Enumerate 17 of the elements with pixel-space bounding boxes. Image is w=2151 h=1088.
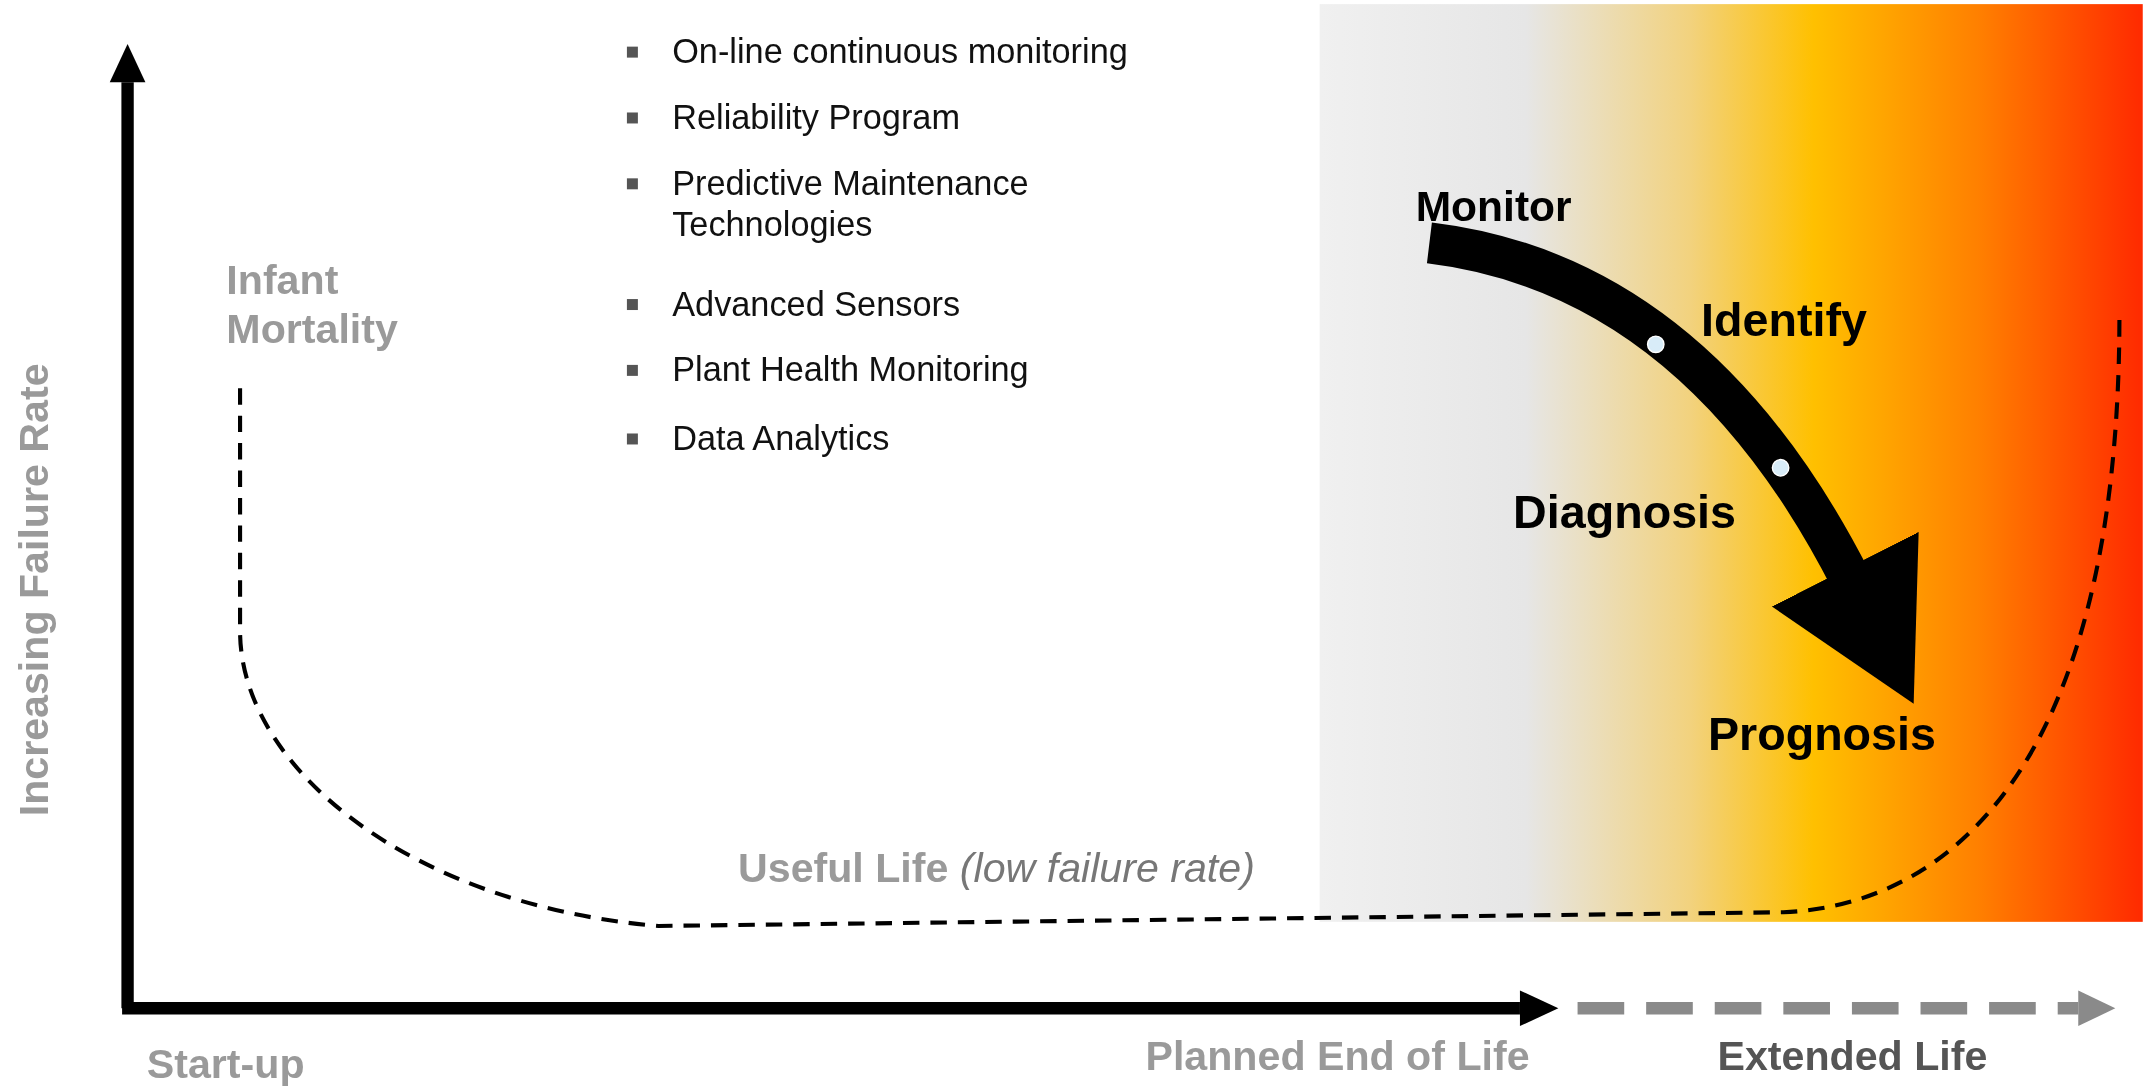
phase-label: Infant Mortality — [226, 255, 399, 354]
axis-label: Start-up — [146, 1040, 305, 1088]
phase-label: Useful Life (low failure rate) — [738, 844, 1255, 893]
list-item: Reliability Program — [672, 96, 960, 138]
list-item: On-line continuous monitoring — [672, 30, 1128, 72]
list-item: Advanced Sensors — [672, 282, 961, 324]
axis-label: Extended Life — [1717, 1031, 1988, 1081]
stage-label: Prognosis — [1707, 706, 1936, 763]
stage-label: Identify — [1701, 292, 1867, 348]
list-item: Data Analytics — [672, 417, 890, 459]
stage-label: Monitor — [1415, 181, 1572, 233]
list-item: Predictive Maintenance Technologies — [672, 162, 1030, 245]
list-item: Plant Health Monitoring — [672, 348, 1029, 390]
axis-label: Planned End of Life — [1145, 1031, 1530, 1081]
axis-title: Increasing Failure Rate — [9, 362, 58, 819]
stage-label: Diagnosis — [1513, 484, 1736, 540]
curved-arrow — [1426, 222, 1918, 702]
